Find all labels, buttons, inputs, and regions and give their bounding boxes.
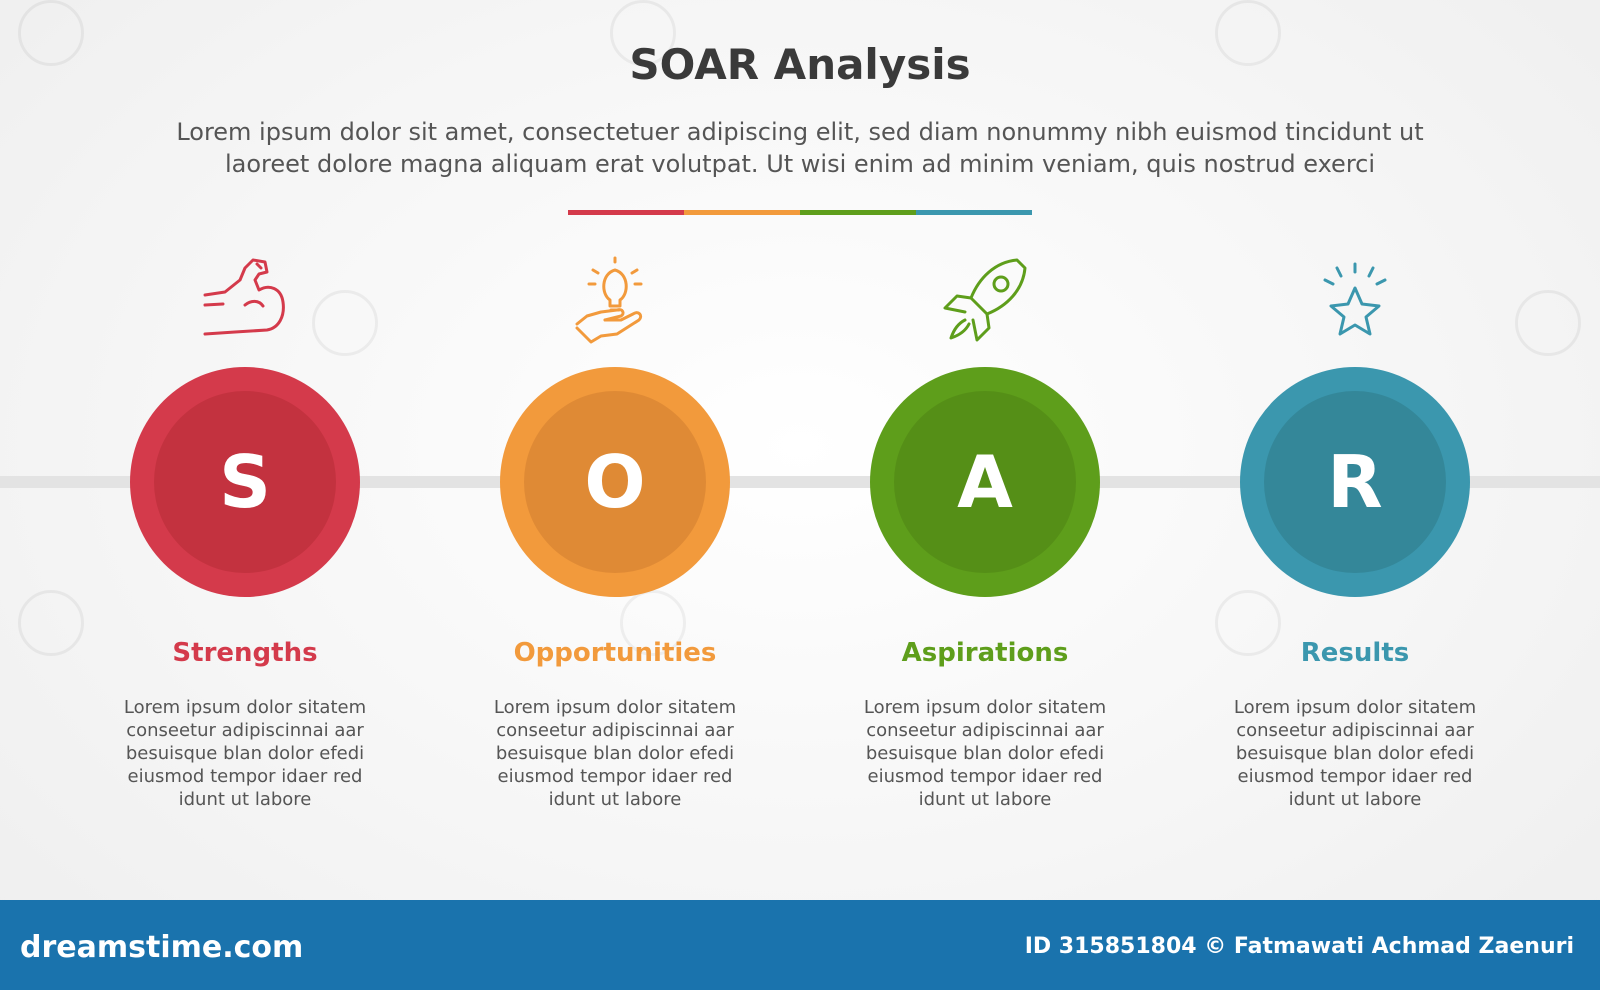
desc-aspirations: Lorem ipsum dolor sitatem conseetur adip… bbox=[863, 697, 1107, 810]
divider-segment-aspirations bbox=[800, 210, 916, 215]
circle-inner-aspirations bbox=[894, 391, 1076, 573]
divider-segment-strengths bbox=[568, 210, 684, 215]
lightbulb-hand-icon bbox=[575, 256, 643, 344]
image-credit: ID 315851804 © Fatmawati Achmad Zaenuri bbox=[1024, 934, 1574, 959]
watermark-swirl bbox=[18, 0, 84, 66]
watermark-swirl bbox=[610, 0, 676, 66]
letter-s: S bbox=[219, 440, 271, 524]
watermark-swirl bbox=[1515, 290, 1581, 356]
desc-opportunities: Lorem ipsum dolor sitatem conseetur adip… bbox=[493, 697, 737, 810]
letter-a: A bbox=[957, 440, 1013, 524]
circle-aspirations: A bbox=[870, 367, 1100, 597]
watermark-swirl bbox=[312, 290, 378, 356]
subtitle-line-2: laoreet dolore magna aliquam erat volutp… bbox=[224, 150, 1376, 178]
page-subtitle: Lorem ipsum dolor sit amet, consectetuer… bbox=[110, 116, 1490, 180]
color-divider bbox=[568, 210, 1032, 215]
connector-line bbox=[0, 476, 1600, 488]
label-results: Results bbox=[1300, 638, 1410, 668]
watermark-swirl bbox=[1215, 590, 1281, 656]
circle-results: R bbox=[1240, 367, 1470, 597]
circle-inner-strengths bbox=[154, 391, 336, 573]
subtitle-line-1: Lorem ipsum dolor sit amet, consectetuer… bbox=[176, 118, 1424, 146]
label-opportunities: Opportunities bbox=[513, 638, 717, 668]
divider-segment-results bbox=[916, 210, 1032, 215]
circle-strengths: S bbox=[130, 367, 360, 597]
watermark-swirl bbox=[18, 590, 84, 656]
desc-results: Lorem ipsum dolor sitatem conseetur adip… bbox=[1233, 697, 1477, 810]
watermark-swirl bbox=[1215, 0, 1281, 66]
circle-inner-opportunities bbox=[524, 391, 706, 573]
footer-bar: dreamstime.com ID 315851804 © Fatmawati … bbox=[0, 900, 1600, 990]
circle-opportunities: O bbox=[500, 367, 730, 597]
rocket-icon bbox=[943, 258, 1027, 342]
brand-logo-text: dreamstime.com bbox=[20, 930, 304, 965]
circle-inner-results bbox=[1264, 391, 1446, 573]
letter-r: R bbox=[1327, 440, 1383, 524]
flexed-arm-icon bbox=[203, 258, 285, 336]
desc-strengths: Lorem ipsum dolor sitatem conseetur adip… bbox=[123, 697, 367, 810]
watermark-swirl bbox=[620, 590, 686, 656]
letter-o: O bbox=[584, 440, 646, 524]
label-strengths: Strengths bbox=[172, 638, 318, 668]
star-icon bbox=[1323, 262, 1387, 336]
label-aspirations: Aspirations bbox=[901, 638, 1069, 668]
divider-segment-opportunities bbox=[684, 210, 800, 215]
page-title: SOAR Analysis bbox=[629, 40, 971, 89]
